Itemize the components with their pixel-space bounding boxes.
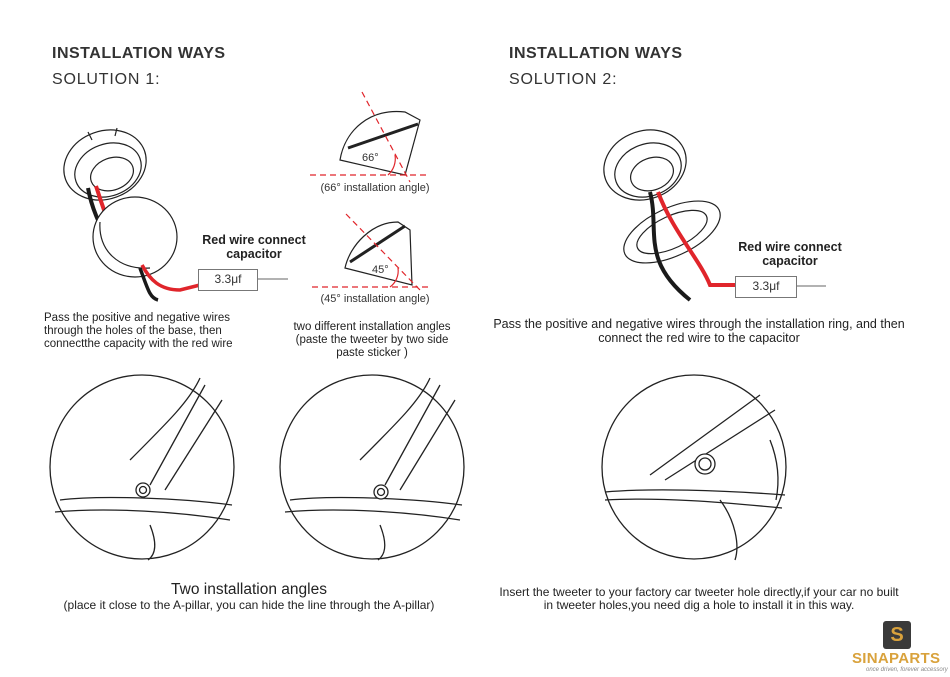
left-heading: INSTALLATION WAYS — [52, 45, 226, 62]
tweeter-solution-2 — [603, 129, 826, 302]
angle-45-diagram — [312, 213, 430, 291]
left-description: Pass the positive and negative wires thr… — [44, 312, 233, 350]
left-capacitor-value: 3.3μf — [214, 272, 242, 286]
car-view-circle-1 — [49, 374, 235, 561]
angles-note: two different installation angles (paste… — [293, 321, 451, 359]
right-bottom-note: Insert the tweeter to your factory car t… — [499, 585, 899, 612]
left-capacitor-box: 3.3μf — [198, 269, 258, 291]
brand-tagline: once driven, forever accessory — [866, 667, 948, 673]
angle-66-caption: (66° installation angle) — [320, 182, 430, 194]
car-view-circle-3 — [601, 374, 787, 561]
tweeter-solution-1 — [63, 127, 288, 302]
angle-66-diagram — [310, 91, 430, 183]
right-heading: INSTALLATION WAYS — [509, 45, 683, 62]
left-bottom-note: (place it close to the A-pillar, you can… — [63, 598, 435, 612]
left-red-wire-label: Red wire connect capacitor — [202, 233, 306, 261]
right-capacitor-box: 3.3μf — [735, 276, 797, 298]
left-subheading: SOLUTION 1: — [52, 71, 161, 88]
right-red-wire-label: Red wire connect capacitor — [738, 240, 842, 268]
car-view-circle-2 — [279, 374, 465, 561]
brand-name: SINAPARTS — [852, 650, 941, 667]
angle-66-mark: 66° — [362, 152, 379, 164]
brand-logo-mark: S — [883, 621, 911, 649]
angle-45-caption: (45° installation angle) — [320, 293, 430, 305]
brand-logo-letter: S — [890, 624, 904, 646]
angle-45-mark: 45° — [372, 264, 389, 276]
left-bottom-title: Two installation angles — [171, 581, 327, 598]
right-subheading: SOLUTION 2: — [509, 71, 618, 88]
right-description: Pass the positive and negative wires thr… — [493, 317, 905, 345]
right-capacitor-value: 3.3μf — [752, 279, 780, 293]
